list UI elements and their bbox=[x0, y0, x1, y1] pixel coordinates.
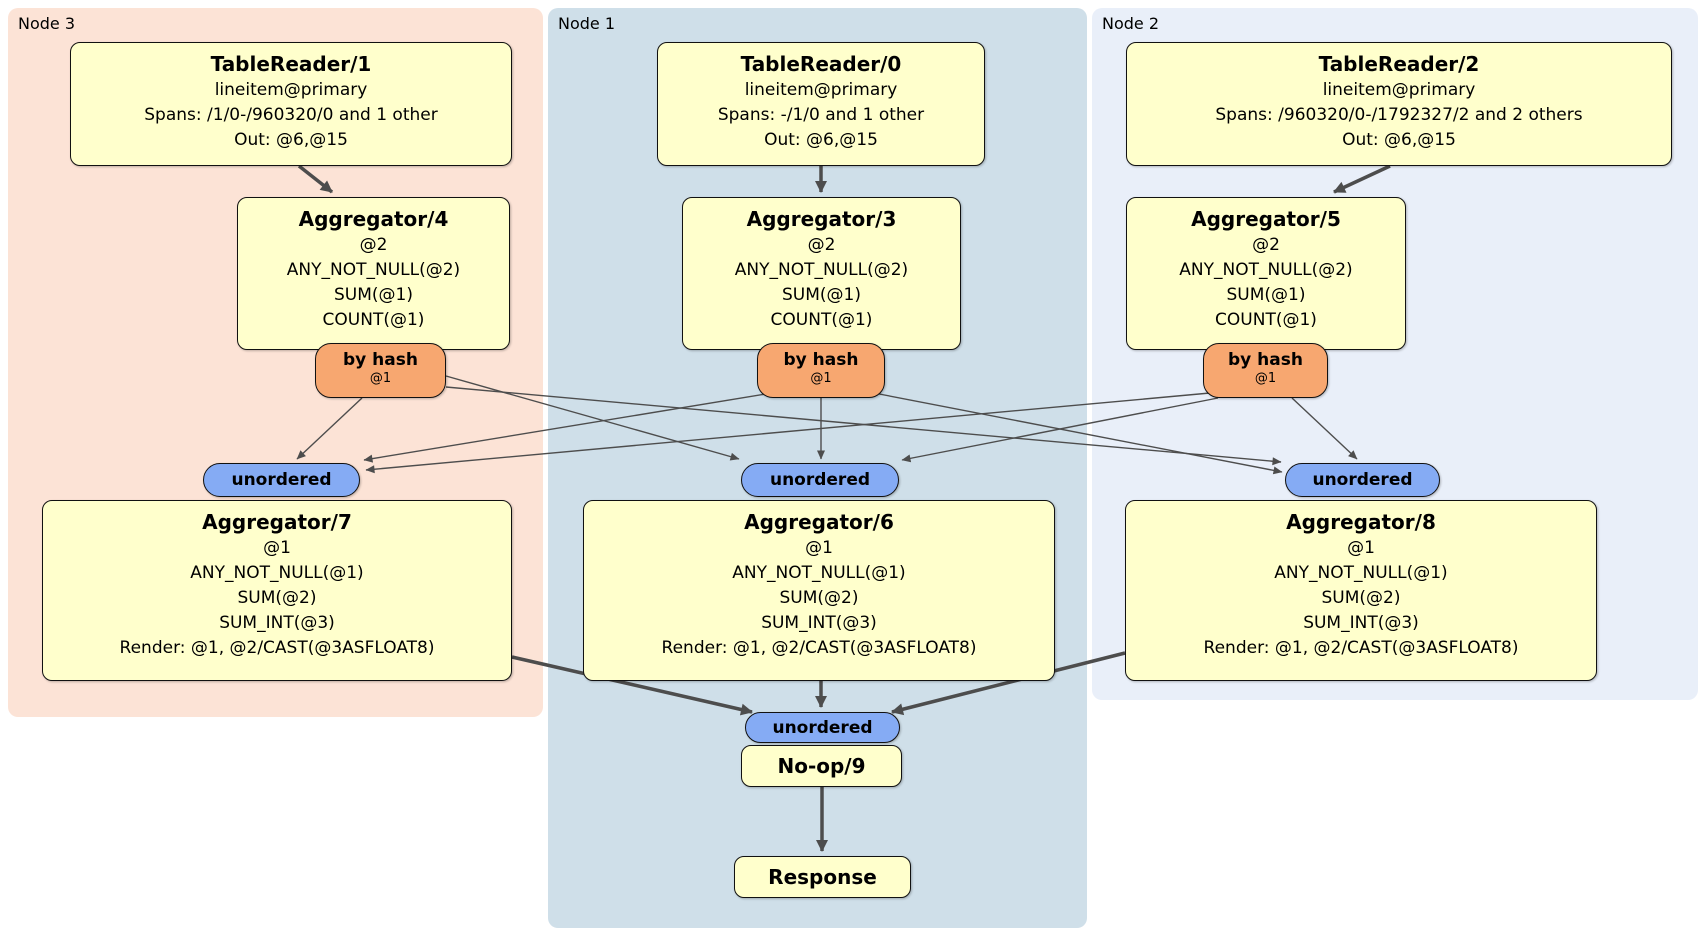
processor-detail: SUM(@2) bbox=[779, 588, 859, 608]
router-label: by hash bbox=[343, 350, 418, 370]
processor-detail: SUM_INT(@3) bbox=[761, 613, 877, 633]
edge-tablereader1-to-aggregator4 bbox=[297, 164, 334, 194]
router-columns: @1 bbox=[1254, 371, 1277, 386]
edge-aggregator7-to-unordered_final bbox=[511, 655, 753, 716]
processor-detail: Spans: /960320/0-/1792327/2 and 2 others bbox=[1215, 105, 1583, 125]
router-by-hash-node1: by hash @1 bbox=[757, 343, 885, 398]
processor-aggregator-4: Aggregator/4 @2 ANY_NOT_NULL(@2) SUM(@1)… bbox=[237, 197, 510, 350]
processor-detail: SUM_INT(@3) bbox=[219, 613, 335, 633]
router-columns: @1 bbox=[369, 371, 392, 386]
processor-detail: COUNT(@1) bbox=[770, 310, 873, 330]
processor-detail: COUNT(@1) bbox=[1215, 310, 1317, 330]
processor-detail: Render: @1, @2/CAST(@3ASFLOAT8) bbox=[119, 638, 435, 658]
processor-detail: Out: @6,@15 bbox=[764, 130, 878, 150]
sync-unordered-node3: unordered bbox=[203, 463, 360, 497]
region-node2-label: Node 2 bbox=[1102, 14, 1160, 33]
processor-detail: SUM(@1) bbox=[1226, 285, 1306, 305]
processor-detail: Render: @1, @2/CAST(@3ASFLOAT8) bbox=[1203, 638, 1519, 658]
processor-detail: Spans: /1/0-/960320/0 and 1 other bbox=[144, 105, 438, 125]
processor-detail: SUM(@1) bbox=[782, 285, 861, 305]
processor-title: Aggregator/5 bbox=[1191, 207, 1341, 231]
processor-title: TableReader/2 bbox=[1318, 52, 1480, 76]
processor-detail: @1 bbox=[1347, 538, 1375, 558]
edge-tablereader2-to-aggregator5 bbox=[1333, 164, 1391, 194]
region-node3-label: Node 3 bbox=[18, 14, 76, 33]
processor-detail: ANY_NOT_NULL(@2) bbox=[286, 260, 461, 280]
sync-unordered-node1: unordered bbox=[741, 463, 899, 497]
router-label: by hash bbox=[783, 350, 859, 370]
router-by-hash-node2: by hash @1 bbox=[1203, 343, 1328, 398]
processor-detail: @1 bbox=[263, 538, 291, 558]
processor-title: Aggregator/8 bbox=[1286, 510, 1436, 534]
processor-noop-9: No-op/9 bbox=[741, 745, 902, 787]
processor-aggregator-5: Aggregator/5 @2 ANY_NOT_NULL(@2) SUM(@1)… bbox=[1126, 197, 1406, 350]
edge-byhash_node2-to-unordered_node1 bbox=[901, 397, 1219, 463]
processor-title: TableReader/1 bbox=[210, 52, 372, 76]
processor-title: Aggregator/4 bbox=[298, 207, 449, 231]
processor-title: Aggregator/6 bbox=[744, 510, 894, 534]
router-label: by hash bbox=[1228, 350, 1303, 370]
edge-byhash_node3-to-unordered_node3 bbox=[296, 397, 363, 460]
processor-detail: ANY_NOT_NULL(@2) bbox=[1179, 260, 1353, 280]
processor-title: Aggregator/3 bbox=[746, 207, 897, 231]
edge-aggregator8-to-unordered_final bbox=[891, 651, 1126, 716]
edge-byhash_node1-to-unordered_node2 bbox=[873, 392, 1283, 475]
processor-aggregator-3: Aggregator/3 @2 ANY_NOT_NULL(@2) SUM(@1)… bbox=[682, 197, 961, 350]
processor-tablereader-0: TableReader/0 lineitem@primary Spans: -/… bbox=[657, 42, 985, 166]
processor-detail: ANY_NOT_NULL(@1) bbox=[1274, 563, 1448, 583]
processor-title: TableReader/0 bbox=[740, 52, 902, 76]
processor-detail: ANY_NOT_NULL(@1) bbox=[732, 563, 906, 583]
processor-detail: Out: @6,@15 bbox=[234, 130, 348, 150]
processor-detail: SUM(@2) bbox=[1321, 588, 1401, 608]
router-columns: @1 bbox=[810, 371, 832, 386]
processor-aggregator-7: Aggregator/7 @1 ANY_NOT_NULL(@1) SUM(@2)… bbox=[42, 500, 512, 681]
processor-response: Response bbox=[734, 856, 911, 898]
edge-byhash_node1-to-unordered_node3 bbox=[363, 392, 773, 463]
processor-tablereader-2: TableReader/2 lineitem@primary Spans: /9… bbox=[1126, 42, 1672, 166]
processor-aggregator-6: Aggregator/6 @1 ANY_NOT_NULL(@1) SUM(@2)… bbox=[583, 500, 1055, 681]
processor-detail: COUNT(@1) bbox=[322, 310, 425, 330]
processor-detail: SUM(@2) bbox=[237, 588, 317, 608]
processor-detail: Spans: -/1/0 and 1 other bbox=[717, 105, 925, 125]
processor-detail: ANY_NOT_NULL(@1) bbox=[190, 563, 364, 583]
region-node1-label: Node 1 bbox=[558, 14, 616, 33]
processor-detail: Out: @6,@15 bbox=[1342, 130, 1456, 150]
edge-byhash_node3-to-unordered_node1 bbox=[445, 375, 740, 461]
router-by-hash-node3: by hash @1 bbox=[315, 343, 446, 398]
processor-detail: SUM(@1) bbox=[334, 285, 413, 305]
processor-detail: SUM_INT(@3) bbox=[1303, 613, 1419, 633]
edge-byhash_node2-to-unordered_node2 bbox=[1291, 397, 1358, 460]
processor-title: Aggregator/7 bbox=[202, 510, 352, 534]
processor-detail: Render: @1, @2/CAST(@3ASFLOAT8) bbox=[661, 638, 977, 658]
processor-detail: lineitem@primary bbox=[744, 80, 898, 100]
processor-detail: lineitem@primary bbox=[1322, 80, 1476, 100]
processor-detail: lineitem@primary bbox=[214, 80, 368, 100]
sync-unordered-final: unordered bbox=[745, 712, 900, 743]
processor-detail: @2 bbox=[807, 235, 836, 255]
processor-detail: ANY_NOT_NULL(@2) bbox=[734, 260, 909, 280]
processor-aggregator-8: Aggregator/8 @1 ANY_NOT_NULL(@1) SUM(@2)… bbox=[1125, 500, 1597, 681]
processor-detail: @1 bbox=[805, 538, 833, 558]
processor-tablereader-1: TableReader/1 lineitem@primary Spans: /1… bbox=[70, 42, 512, 166]
edge-byhash_node2-to-unordered_node3 bbox=[365, 392, 1211, 474]
processor-detail: @2 bbox=[359, 235, 388, 255]
sync-unordered-node2: unordered bbox=[1285, 463, 1440, 497]
processor-detail: @2 bbox=[1252, 235, 1280, 255]
